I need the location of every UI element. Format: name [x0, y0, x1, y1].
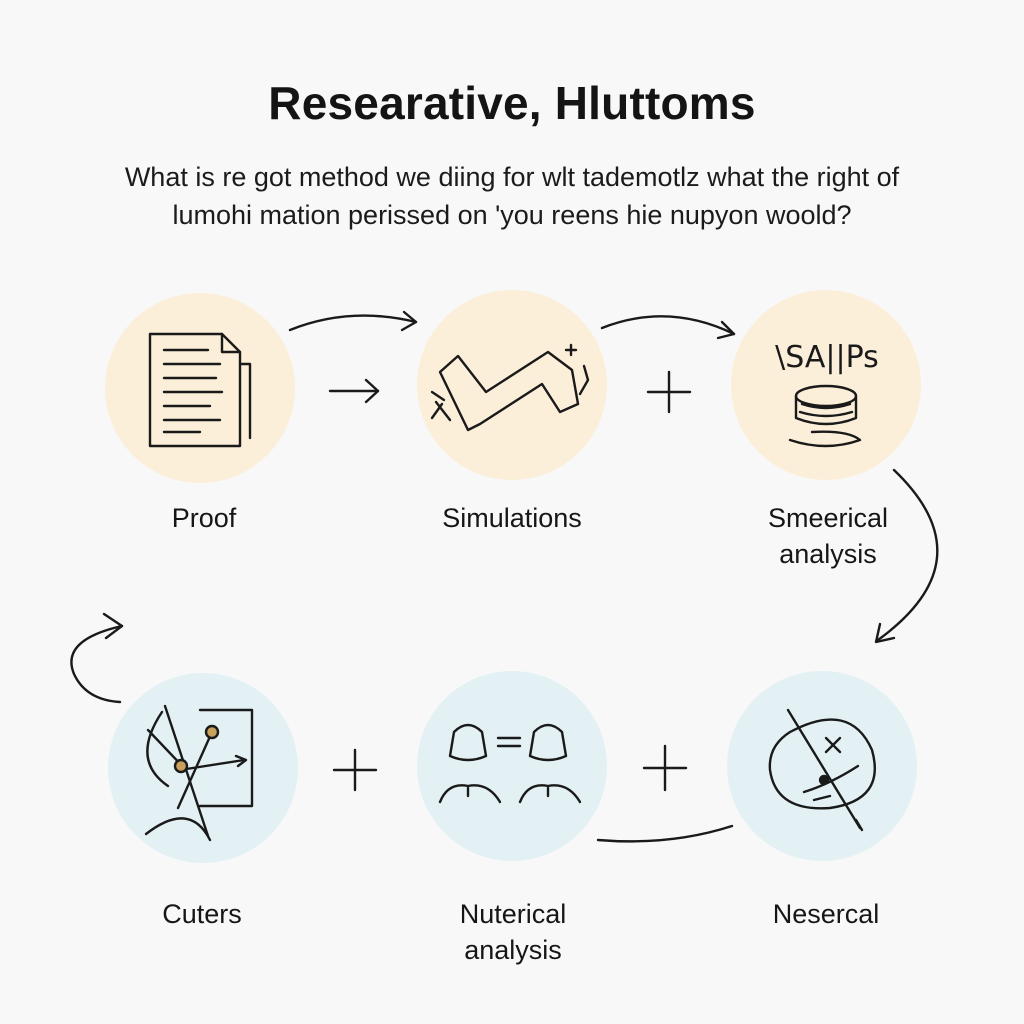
document-icon [148, 332, 252, 448]
proof-label: Proof [171, 503, 237, 533]
circle-cross-icon [768, 708, 876, 832]
cuters-circle [108, 673, 298, 863]
cuters-label: Cuters [162, 899, 242, 929]
plus-simulations-smeerical [646, 370, 692, 414]
subtitle-line-1: What is re got method we diing for wlt t… [124, 162, 900, 192]
smeerical-label: Smeerical analysis [767, 503, 889, 569]
stacked-disc-icon: \SA||Ps [775, 340, 879, 448]
curved-loop-arrow [70, 612, 124, 704]
curved-arrow-proof-to-simulations [288, 310, 418, 332]
plus-cuters-nuterical [332, 748, 378, 792]
nesercal-label: Nesercal [772, 899, 880, 929]
smeerical-icon-text: \SA||Ps [775, 340, 879, 375]
curved-arrow-simulations-to-smeerical [600, 315, 736, 340]
subtitle: What is re got method we diing for wlt t… [60, 158, 964, 234]
plus-nuterical-nesercal [642, 744, 688, 792]
simulations-circle [417, 290, 607, 480]
connector-line-nuterical-nesercal [596, 824, 734, 843]
geometry-graph-icon [144, 704, 254, 842]
two-people-equal-icon [438, 723, 582, 804]
proof-circle [105, 293, 295, 483]
nuterical-circle [417, 671, 607, 861]
curved-arrow-smeerical-to-nesercal [874, 468, 939, 644]
page-title: Researative, Hluttoms [268, 77, 756, 129]
arrow-proof-to-simulations [328, 378, 380, 404]
simulations-label: Simulations [442, 503, 582, 533]
nuterical-label: Nuterical analysis [459, 899, 567, 965]
subtitle-line-2: lumohi mation perissed on 'you reens hie… [172, 200, 852, 230]
zigzag-shape-icon [430, 343, 590, 432]
